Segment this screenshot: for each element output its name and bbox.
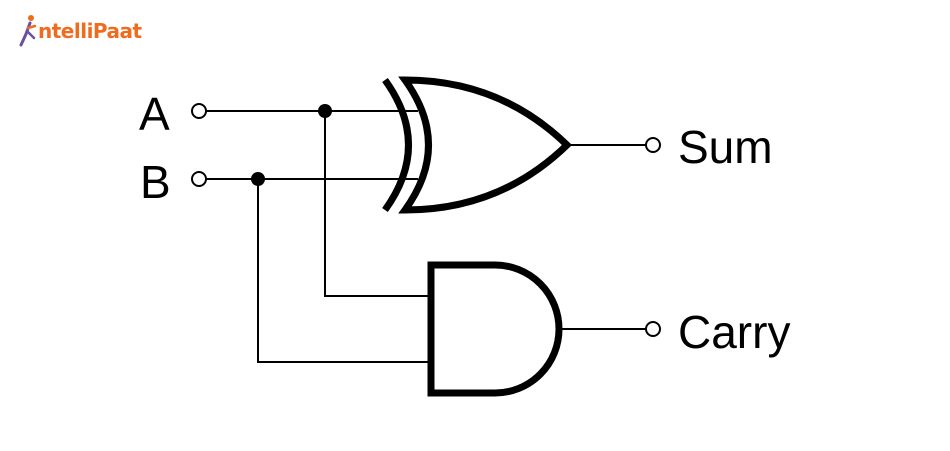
- input-label-b: B: [140, 156, 171, 208]
- intellipaat-logo: ntelliPaat: [18, 11, 142, 51]
- input-label-a: A: [139, 88, 170, 140]
- wire-b-to-and: [257, 179, 431, 363]
- terminal-b: [191, 171, 207, 187]
- xor-gate: [382, 76, 573, 214]
- and-gate-body: [427, 261, 563, 397]
- terminal-sum: [645, 137, 661, 153]
- terminal-carry: [645, 321, 661, 337]
- xor-gate-body: [398, 76, 573, 214]
- wires: [206, 110, 646, 363]
- logo-wordmark: ntelliPaat: [38, 19, 142, 43]
- xor-input-arc: [382, 77, 412, 213]
- running-person-icon: [19, 15, 37, 47]
- and-gate: [427, 261, 563, 397]
- wire-a-to-and: [324, 111, 431, 297]
- terminal-a: [191, 103, 207, 119]
- output-label-carry: Carry: [678, 306, 790, 358]
- junction-dot-b: [251, 172, 265, 186]
- output-label-sum: Sum: [678, 121, 773, 173]
- junction-dot-a: [318, 104, 332, 118]
